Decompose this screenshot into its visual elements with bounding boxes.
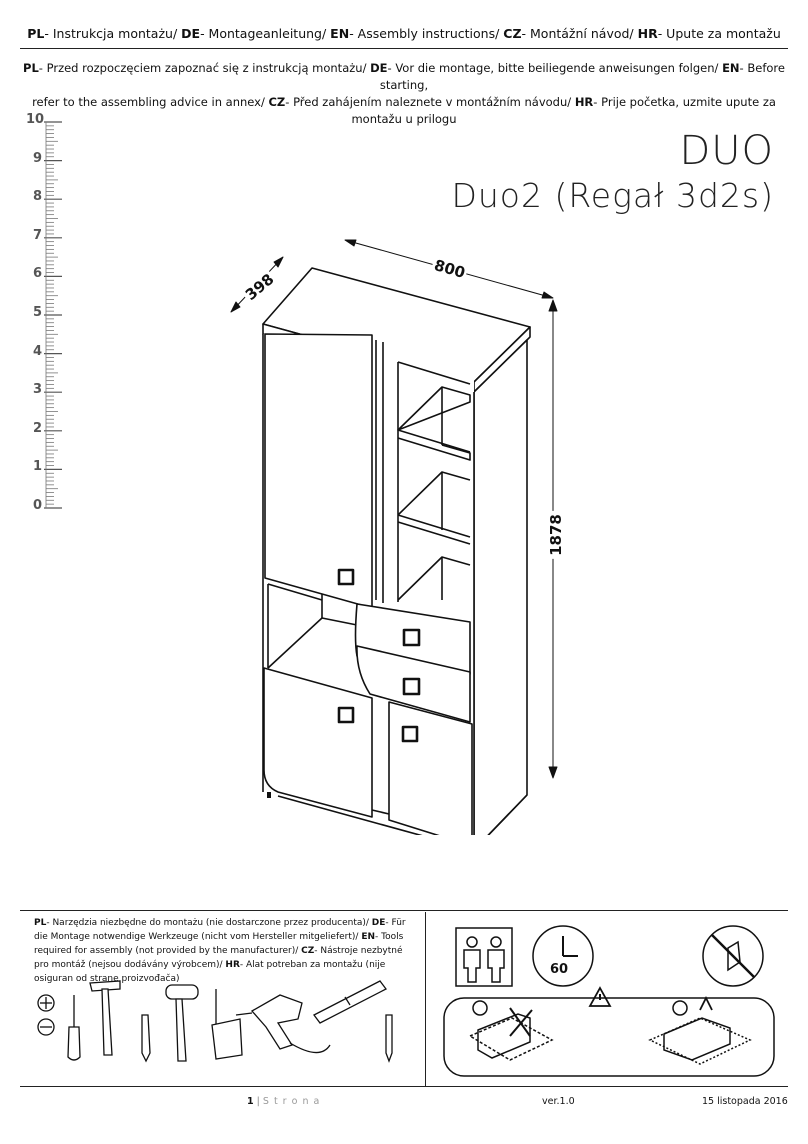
lang-text: - Před zahájením naleznete v montážním n… [285,95,575,109]
assembly-symbols [443,925,775,1077]
lang-text: - Für die Montage notwendige Werkzeuge (… [34,918,406,942]
lang-code: PL [27,26,45,41]
tape-measure-icon [211,989,243,1060]
product-brand: DUO [679,128,774,174]
scale-number: 4 [32,343,42,359]
scale-number: 7 [32,227,42,243]
no-hand-tools-icon [702,925,764,987]
lang-text: - Before starting, [379,61,785,92]
mallet-icon [165,984,199,1062]
floor-protection-panel [443,995,775,1077]
page-separator: | [256,1096,260,1107]
lang-code: DE [371,918,386,928]
scale-number: 3 [32,382,42,398]
lang-text: - Montážní návod/ [521,26,638,41]
lang-code: CZ [503,26,522,41]
panel-bottom-rule [20,1086,788,1087]
hammer-icon [89,980,121,1056]
panel-divider [425,912,426,1086]
footer-date: 15 listopada 2016 [702,1096,788,1107]
lang-code: DE [181,26,201,41]
scale-number: 2 [32,420,42,436]
lang-code: DE [370,61,388,75]
warning-icon [588,986,612,1007]
lang-text: - Narzędzia niezbędne do montażu (nie do… [46,918,372,928]
lang-text: - Upute za montažu [657,26,781,41]
lang-code: HR [637,26,658,41]
drill-bit-icon [385,1014,393,1063]
lang-text: - Przed rozpoczęciem zapoznać się z inst… [38,61,371,75]
scale-number: 8 [32,189,42,205]
lang-text: - Tools required for assembly (not provi… [34,932,404,956]
drill-icon [235,994,331,1054]
assembly-time: 60 [550,962,569,977]
screw-head-icons [37,994,55,1036]
scale-number: 5 [32,305,42,320]
tools-illustration [37,980,393,1063]
page-number: 1 [247,1096,254,1107]
scale-ruler [0,110,80,520]
lang-code: EN [722,61,740,75]
two-persons-icon [455,927,513,987]
header-divider [20,48,788,49]
lang-text: - Prije početka, uzmite upute za montažu… [351,95,776,126]
lang-code: CZ [268,95,286,109]
header-languages: PL- Instrukcja montażu/ DE- Montageanlei… [0,26,808,41]
panel-top-rule [20,910,788,911]
cabinet-drawing [230,239,558,835]
clock-icon [532,925,594,987]
scale-number: 10 [26,112,45,127]
lang-text: refer to the assembling advice in annex/ [32,95,269,109]
pencil-icon [141,1014,151,1063]
happy-face-icon [672,1000,688,1016]
height-label: 1878 [546,511,565,559]
scale-number: 9 [32,150,42,166]
lang-code: EN [330,26,350,41]
tools-description: PL- Narzędzia niezbędne do montażu (nie … [34,916,420,986]
lang-text: - Vor die montage, bitte beiliegende anw… [387,61,723,75]
lang-code: PL [23,61,39,75]
spirit-level-icon [313,980,387,1024]
scale-number: 6 [32,266,42,282]
page-label: S t r o n a [262,1096,321,1107]
lang-code: HR [225,960,240,970]
ruler-ticks [44,121,62,509]
lang-code: EN [361,932,375,942]
footer-page: 1 | S t r o n a [247,1096,320,1107]
lang-text: - Assembly instructions/ [349,26,504,41]
header-advice: PL- Przed rozpoczęciem zapoznać się z in… [20,60,788,128]
lang-code: CZ [301,946,315,956]
scale-number: 0 [32,498,42,513]
lang-text: - Nástroje nezbytné pro montáž (nejsou d… [34,946,403,970]
lang-code: PL [34,918,47,928]
product-model: Duo2 (Regał 3d2s) [451,176,774,215]
scale-number: 1 [32,459,42,475]
lang-code: HR [574,95,594,109]
lang-text: - Alat potreban za montažu (nije osigura… [34,960,386,984]
lang-text: - Montageanleitung/ [200,26,331,41]
screwdriver-icon [67,995,81,1061]
sad-face-icon [472,1000,488,1016]
footer-version: ver.1.0 [542,1096,575,1107]
lang-text: - Instrukcja montażu/ [44,26,182,41]
